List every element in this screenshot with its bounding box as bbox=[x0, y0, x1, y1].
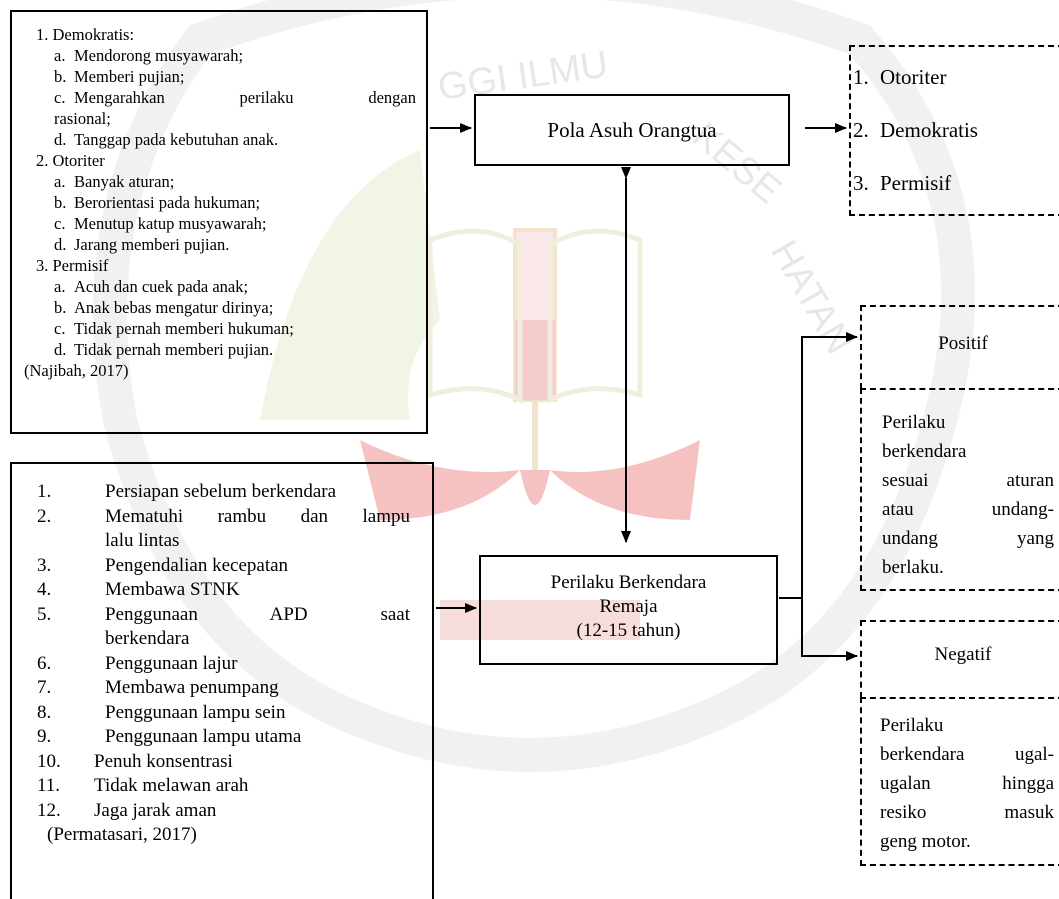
style-1-title: 1. Demokratis: bbox=[36, 25, 135, 44]
indicator-item: 10.Penuh konsentrasi bbox=[37, 750, 233, 772]
style-item: c.Tidak pernah memberi hukuman; bbox=[54, 319, 294, 338]
negative-line: resiko masuk bbox=[880, 802, 1054, 823]
positive-line: berkendara bbox=[882, 441, 967, 462]
style-item: d.Tanggap pada kebutuhan anak. bbox=[54, 130, 279, 149]
indicator-item: 7.Membawa penumpang bbox=[37, 677, 279, 698]
teen-box-line2: Remaja bbox=[599, 596, 658, 617]
indicator-item: 12.Jaga jarak aman bbox=[37, 799, 217, 821]
style-item: b.Memberi pujian; bbox=[54, 67, 185, 86]
indicator-item: 6.Penggunaan lajur bbox=[37, 652, 238, 674]
negative-description-box: Perilaku berkendara ugal- ugalan hingga … bbox=[860, 697, 1059, 866]
positive-line: atau undang- bbox=[882, 499, 1054, 520]
style-item: c.Menutup katup musyawarah; bbox=[54, 214, 267, 233]
teen-riding-behavior-box: Perilaku Berkendara Remaja (12-15 tahun) bbox=[479, 555, 778, 665]
style-3-title: 3. Permisif bbox=[36, 256, 109, 275]
style-item: a.Mendorong musyawarah; bbox=[54, 46, 244, 65]
parenting-type-item: 2.Demokratis bbox=[853, 118, 978, 142]
style-2-title: 2. Otoriter bbox=[36, 151, 105, 170]
arrow-teen-to-positive bbox=[779, 332, 858, 599]
parenting-box-label: Pola Asuh Orangtua bbox=[547, 117, 717, 142]
negative-line: berkendara ugal- bbox=[880, 744, 1054, 765]
indicators-citation: (Permatasari, 2017) bbox=[47, 824, 197, 845]
parenting-type-item: 1.Otoriter bbox=[853, 65, 947, 89]
indicator-item: 3.Pengendalian kecepatan bbox=[37, 554, 289, 576]
negative-title: Negatif bbox=[934, 644, 992, 665]
negative-line: geng motor. bbox=[880, 831, 971, 852]
style-item: d.Tidak pernah memberi pujian. bbox=[54, 340, 274, 359]
parenting-box: Pola Asuh Orangtua bbox=[474, 94, 790, 166]
positive-line: berlaku. bbox=[882, 557, 944, 578]
indicator-item: 11.Tidak melawan arah bbox=[37, 775, 249, 796]
indicator-item: 4.Membawa STNK bbox=[37, 579, 240, 600]
positive-line: Perilaku bbox=[882, 412, 946, 433]
teen-box-line3: (12-15 tahun) bbox=[576, 620, 681, 641]
positive-title: Positif bbox=[938, 333, 988, 354]
style-item: a.Banyak aturan; bbox=[54, 172, 175, 191]
negative-line: Perilaku bbox=[880, 715, 944, 736]
parenting-type-item: 3.Permisif bbox=[853, 171, 952, 195]
style-item: d.Jarang memberi pujian. bbox=[54, 235, 230, 254]
indicator-item: 9.Penggunaan lampu utama bbox=[37, 726, 302, 747]
negative-header-box: Negatif bbox=[860, 620, 1059, 698]
style-citation: (Najibah, 2017) bbox=[24, 361, 129, 380]
positive-header-box: Positif bbox=[860, 305, 1059, 389]
parenting-types-box: 1.Otoriter 2.Demokratis 3.Permisif bbox=[849, 45, 1059, 216]
teen-box-line1: Perilaku Berkendara bbox=[550, 572, 707, 593]
indicator-item: 1.Persiapan sebelum berkendara bbox=[37, 481, 337, 502]
style-item: a.Acuh dan cuek pada anak; bbox=[54, 277, 249, 296]
parenting-style-details-box: 1. Demokratis: a.Mendorong musyawarah; b… bbox=[10, 10, 428, 434]
style-item: b.Berorientasi pada hukuman; bbox=[54, 193, 261, 212]
positive-description-box: Perilaku berkendara sesuai aturan atau u… bbox=[860, 388, 1059, 591]
positive-line: sesuai aturan bbox=[882, 470, 1054, 491]
riding-indicators-box: 1.Persiapan sebelum berkendara 2.Mematuh… bbox=[10, 462, 434, 899]
arrow-teen-to-negative bbox=[779, 597, 858, 661]
positive-line: undang yang bbox=[882, 528, 1054, 549]
negative-line: ugalan hingga bbox=[880, 773, 1054, 794]
indicator-item: 8.Penggunaan lampu sein bbox=[37, 701, 286, 723]
style-item: b.Anak bebas mengatur dirinya; bbox=[54, 298, 274, 317]
